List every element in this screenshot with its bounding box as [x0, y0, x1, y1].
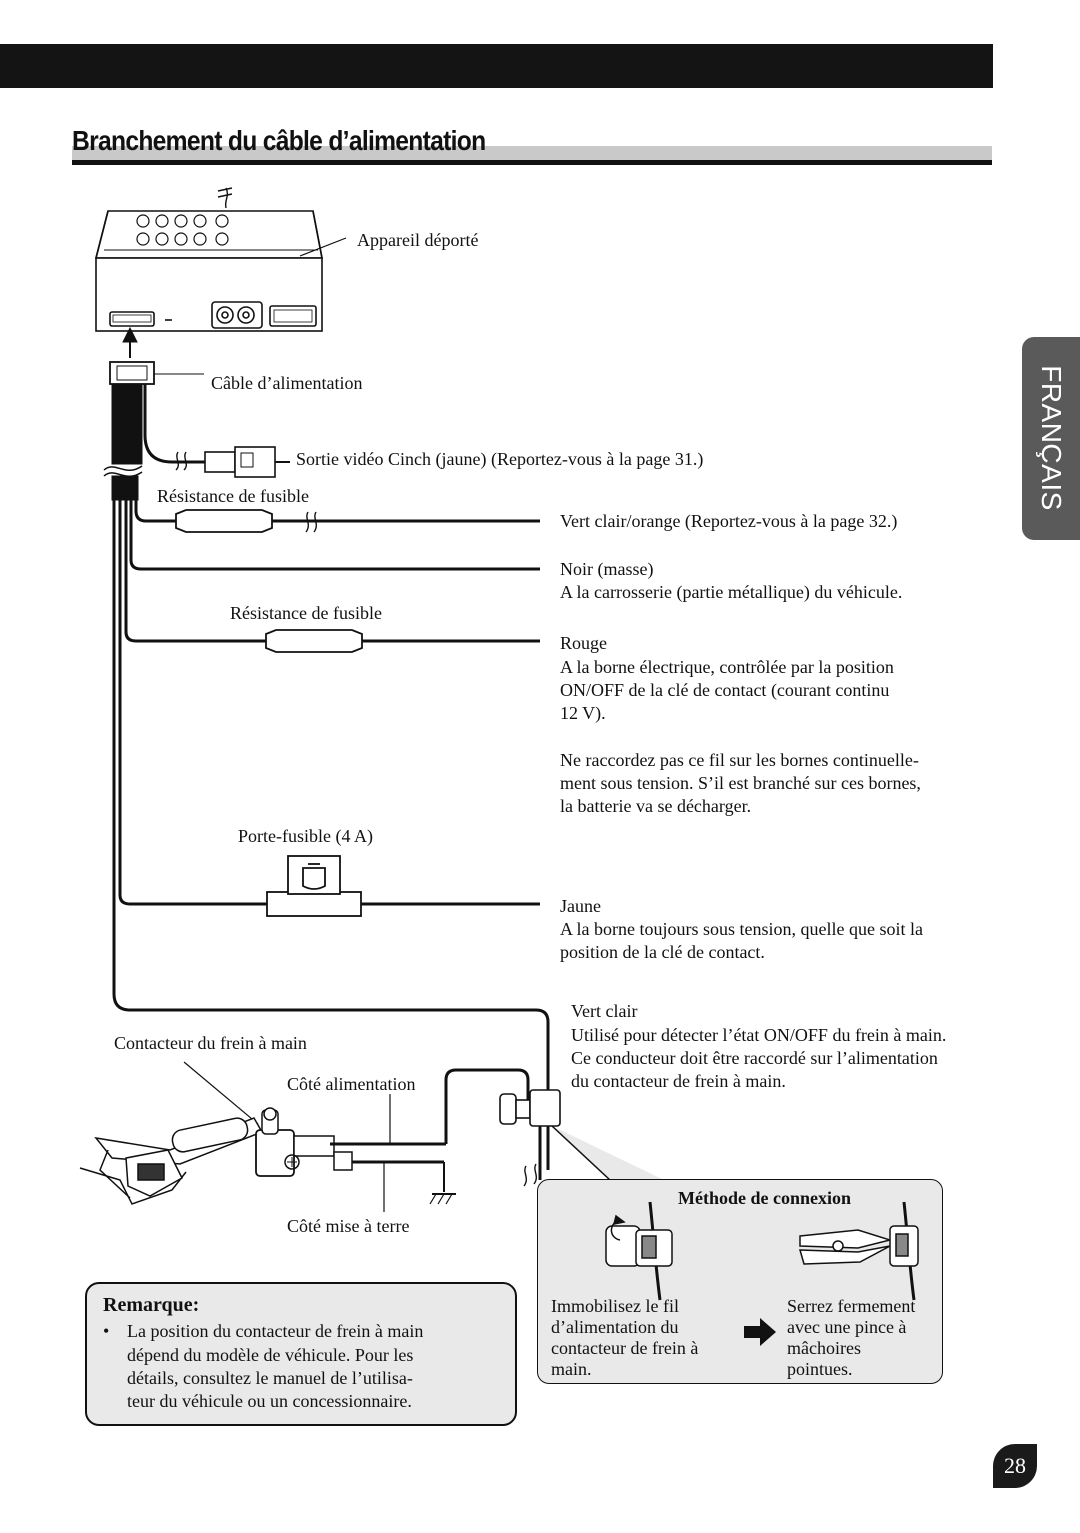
- fuse-resistor-2: [265, 629, 363, 653]
- wire-yellow-name: Jaune: [560, 896, 601, 916]
- handbrake-switch-label: Contacteur du frein à main: [114, 1033, 307, 1053]
- fuse-holder-label: Porte-fusible (4 A): [238, 826, 373, 846]
- page-title: Branchement du câble d’alimentation: [72, 125, 486, 156]
- handbrake-switch-drawing: [79, 1061, 530, 1212]
- note-line: La position du contacteur de frein à mai…: [127, 1321, 424, 1341]
- note-line: teur du véhicule ou un concessionnaire.: [127, 1391, 412, 1411]
- note-bullet: •: [103, 1321, 110, 1341]
- method-step1-line: Immobilisez le fil: [551, 1296, 679, 1316]
- note-line: dépend du modèle de véhicule. Pour les: [127, 1345, 414, 1365]
- title-underline-rule: [72, 160, 992, 165]
- connection-method-box: Méthode de connexion Immobilisez le fil …: [537, 1179, 943, 1384]
- wire-red-warning-line: ment sous tension. S’il est branché sur …: [560, 773, 921, 793]
- method-step1-line: main.: [551, 1359, 592, 1379]
- method-callout-pointer: [551, 1125, 664, 1181]
- wire-yellow-desc-line: A la borne toujours sous tension, quelle…: [560, 919, 923, 939]
- wire-harness: [112, 500, 550, 1170]
- tap-connector-drawing: [499, 1089, 561, 1187]
- power-cable-drawing: [103, 361, 290, 501]
- wire-black-desc: A la carrosserie (partie métallique) du …: [560, 582, 903, 602]
- remote-unit-leader: [299, 237, 347, 257]
- wire-light-green-desc-line: Ce conducteur doit être raccordé sur l’a…: [571, 1048, 938, 1068]
- fuse-holder: [266, 855, 362, 917]
- fuse-resistor-2-label: Résistance de fusible: [230, 603, 382, 623]
- fuse-resistor-1: [175, 509, 273, 533]
- note-title: Remarque:: [103, 1294, 200, 1316]
- connection-method-title: Méthode de connexion: [678, 1188, 851, 1209]
- page-number: 28: [993, 1444, 1037, 1488]
- wire-red-warning-line: Ne raccordez pas ce fil sur les bornes c…: [560, 750, 919, 770]
- wire-yellow-desc-line: position de la clé de contact.: [560, 942, 765, 962]
- wire-red-desc-line: A la borne électrique, contrôlée par la …: [560, 657, 894, 677]
- right-arrow-icon: [744, 1318, 776, 1346]
- title-underline-band: [72, 146, 992, 160]
- wire-break-mark: [305, 511, 317, 533]
- wire-green-orange-label: Vert clair/orange (Reportez-vous à la pa…: [560, 511, 898, 531]
- method-step1-line: d’alimentation du: [551, 1317, 679, 1337]
- wire-red-warning-line: la batterie va se décharger.: [560, 796, 752, 816]
- wire-red-desc-line: 12 V).: [560, 703, 606, 723]
- fuse-resistor-1-label: Résistance de fusible: [157, 486, 309, 506]
- wire-light-green-desc-line: du contacteur de frein à main.: [571, 1071, 786, 1091]
- remote-unit-label: Appareil déporté: [357, 230, 479, 250]
- wire-light-green-desc-line: Utilisé pour détecter l’état ON/OFF du f…: [571, 1025, 947, 1045]
- pliers-step2-icon: [798, 1201, 919, 1301]
- wire-red-desc-line: ON/OFF de la clé de contact (courant con…: [560, 680, 890, 700]
- wire-black-name: Noir (masse): [560, 559, 654, 579]
- note-line: détails, consultez le manuel de l’utilis…: [127, 1368, 413, 1388]
- wire-red-name: Rouge: [560, 633, 607, 653]
- connector-arrow: [122, 326, 138, 358]
- ground-side-label: Côté mise à terre: [287, 1216, 410, 1236]
- remote-unit-drawing: [94, 187, 323, 332]
- power-cable-label: Câble d’alimentation: [211, 373, 363, 393]
- video-out-label: Sortie vidéo Cinch (jaune) (Reportez-vou…: [296, 449, 704, 469]
- method-step2-line: mâchoires: [787, 1338, 861, 1358]
- note-box: Remarque: • La position du contacteur de…: [85, 1282, 517, 1426]
- language-tab: [1022, 337, 1080, 540]
- connection-method-illustrations: [605, 1201, 919, 1301]
- method-step2-line: pointues.: [787, 1359, 853, 1379]
- tap-connector-step1-icon: [605, 1201, 673, 1301]
- method-step2-line: avec une pince à: [787, 1317, 907, 1337]
- power-side-label: Côté alimentation: [287, 1074, 416, 1094]
- method-step2-line: Serrez fermement: [787, 1296, 916, 1316]
- top-black-bar: [0, 44, 993, 88]
- wire-light-green-name: Vert clair: [571, 1001, 638, 1021]
- method-step1-line: contacteur de frein à: [551, 1338, 699, 1358]
